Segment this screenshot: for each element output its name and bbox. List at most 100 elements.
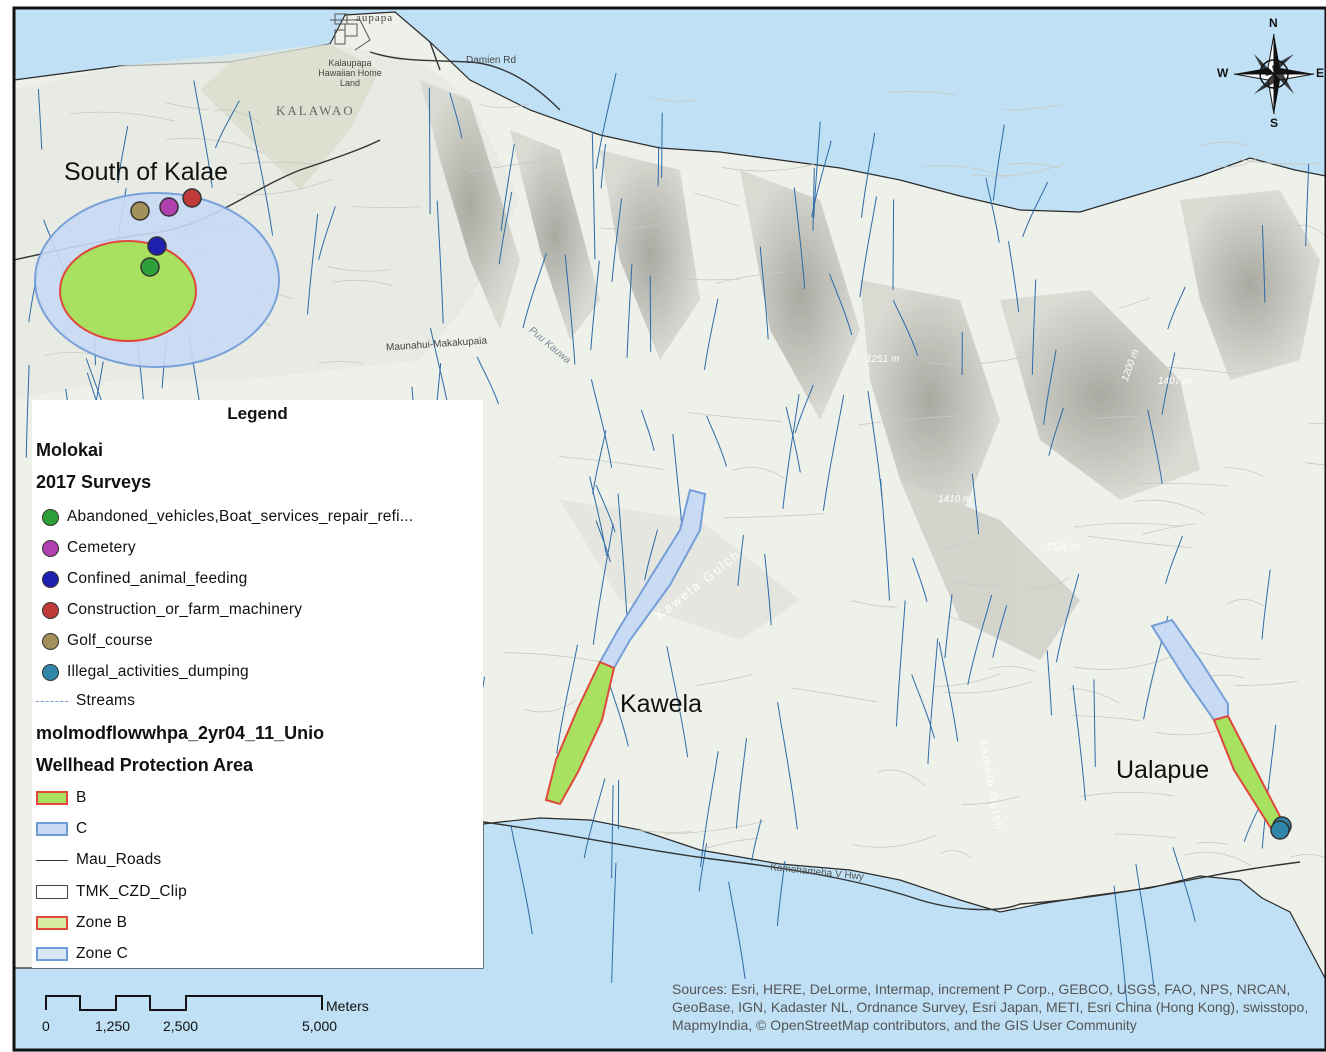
stream-line <box>600 143 606 189</box>
stream-line <box>522 252 547 329</box>
contour-line <box>1118 296 1151 309</box>
survey-point-illegal-dumping-2[interactable] <box>1270 820 1290 840</box>
survey-dot-icon <box>42 508 59 526</box>
legend-label: C <box>76 820 88 837</box>
legend-item-zone-c: Zone C <box>36 943 128 965</box>
contour-line <box>944 680 1034 694</box>
contour-line <box>687 412 782 422</box>
legend-item-survey: Illegal_activities_dumping <box>36 661 249 683</box>
scale-tick-5000: 5,000 <box>302 1018 338 1034</box>
contour-line <box>332 279 393 287</box>
contour-line <box>943 539 980 550</box>
stream-line <box>892 199 895 290</box>
survey-point-golf-course[interactable] <box>130 201 150 221</box>
survey-point-abandoned-vehicles[interactable] <box>140 257 160 277</box>
stream-line <box>428 87 431 215</box>
contour-line <box>694 673 754 686</box>
contour-line <box>1154 366 1238 375</box>
label-elev-1251: 1251 m <box>866 354 900 365</box>
contour-line <box>1197 842 1228 845</box>
contour-line <box>732 466 786 479</box>
contour-line <box>704 837 758 849</box>
stream-line <box>592 523 614 645</box>
stream-line <box>1261 569 1271 640</box>
stream-line <box>971 473 980 535</box>
stream-line <box>822 394 845 511</box>
contour-line <box>317 361 364 364</box>
legend-item-whpa-c: C <box>36 818 87 840</box>
stream-line <box>1055 573 1080 663</box>
label-kalawao: KALAWAO <box>276 103 355 118</box>
contour-line <box>352 205 421 209</box>
contour-line <box>694 192 740 207</box>
survey-dot-icon <box>42 663 59 681</box>
legend-item-tmk: TMK_CZD_Clip <box>36 881 187 903</box>
contour-line <box>558 456 665 470</box>
legend-item-survey: Confined_animal_feeding <box>36 568 247 590</box>
contour-line <box>1184 851 1252 867</box>
compass-south: S <box>1270 116 1279 130</box>
stream-line <box>728 881 746 980</box>
stream-line <box>793 187 806 289</box>
contour-line <box>1201 141 1250 147</box>
contour-line <box>1199 652 1261 660</box>
stream-line <box>564 254 576 365</box>
stream-line <box>595 72 617 169</box>
stream-line <box>617 493 628 614</box>
stream-line <box>794 384 814 434</box>
stream-line <box>706 415 727 467</box>
legend-label: Confined_animal_feeding <box>67 570 248 587</box>
stream-line <box>193 80 213 188</box>
survey-point-construction[interactable] <box>182 188 202 208</box>
survey-points[interactable] <box>130 188 1292 840</box>
contour-line <box>634 829 691 833</box>
stream-line <box>867 390 883 499</box>
scale-unit: Meters <box>326 998 369 1014</box>
label-elev-1410: 1410 m <box>938 494 972 505</box>
stream-line <box>661 112 663 178</box>
compass-north: N <box>1269 16 1278 30</box>
scale-bar: Meters 0 1,250 2,500 5,000 <box>0 990 420 1050</box>
legend-panel: Legend Molokai 2017 Surveys Abandoned_ve… <box>32 400 483 968</box>
stream-line <box>859 196 877 298</box>
ridges <box>420 80 1320 660</box>
zone-b-south-of-kalae[interactable] <box>59 240 197 342</box>
contour-line <box>1224 467 1264 477</box>
contour-line <box>1080 791 1175 798</box>
contour-line <box>851 600 898 608</box>
survey-dot-icon <box>42 601 59 619</box>
label-damien-rd: Damien Rd <box>466 55 517 66</box>
stream-line <box>782 394 800 509</box>
scale-tick-1250: 1,250 <box>95 1018 131 1034</box>
survey-point-confined-animal[interactable] <box>147 236 167 256</box>
stream-line <box>812 167 815 231</box>
stream-line-swatch <box>36 700 68 702</box>
zone-b-kawela[interactable] <box>544 660 616 806</box>
legend-label: Abandoned_vehicles,Boat_services_repair_… <box>67 508 414 525</box>
contour-line <box>790 687 877 703</box>
contour-line <box>961 795 1020 805</box>
legend-group-surveys: 2017 Surveys <box>36 472 152 492</box>
contour-line <box>940 849 972 859</box>
contour-line <box>722 513 825 519</box>
contour-line <box>878 769 926 787</box>
contour-line <box>857 415 962 426</box>
stream-line <box>510 826 533 935</box>
contour-line <box>164 102 209 111</box>
contour-line <box>1241 159 1322 165</box>
scale-tick-0: 0 <box>42 1018 50 1034</box>
survey-point-cemetery[interactable] <box>159 197 179 217</box>
kalaupapa-plain <box>200 44 380 190</box>
label-ualapue: Ualapue <box>1116 756 1210 784</box>
zone-c-ualapue[interactable] <box>1150 618 1229 724</box>
contour-line <box>1072 715 1141 722</box>
stream-line <box>1305 163 1310 247</box>
label-kawela: Kawela <box>620 690 702 718</box>
contour-line <box>1142 523 1196 535</box>
contour-line <box>1074 522 1182 528</box>
contour-line <box>600 220 669 230</box>
legend-group-whpa-layer: molmodflowwhpa_2yr04_11_Unio <box>36 723 325 743</box>
stream-line <box>1048 407 1064 456</box>
map-border <box>12 6 1326 1052</box>
stream-line <box>992 124 1005 201</box>
